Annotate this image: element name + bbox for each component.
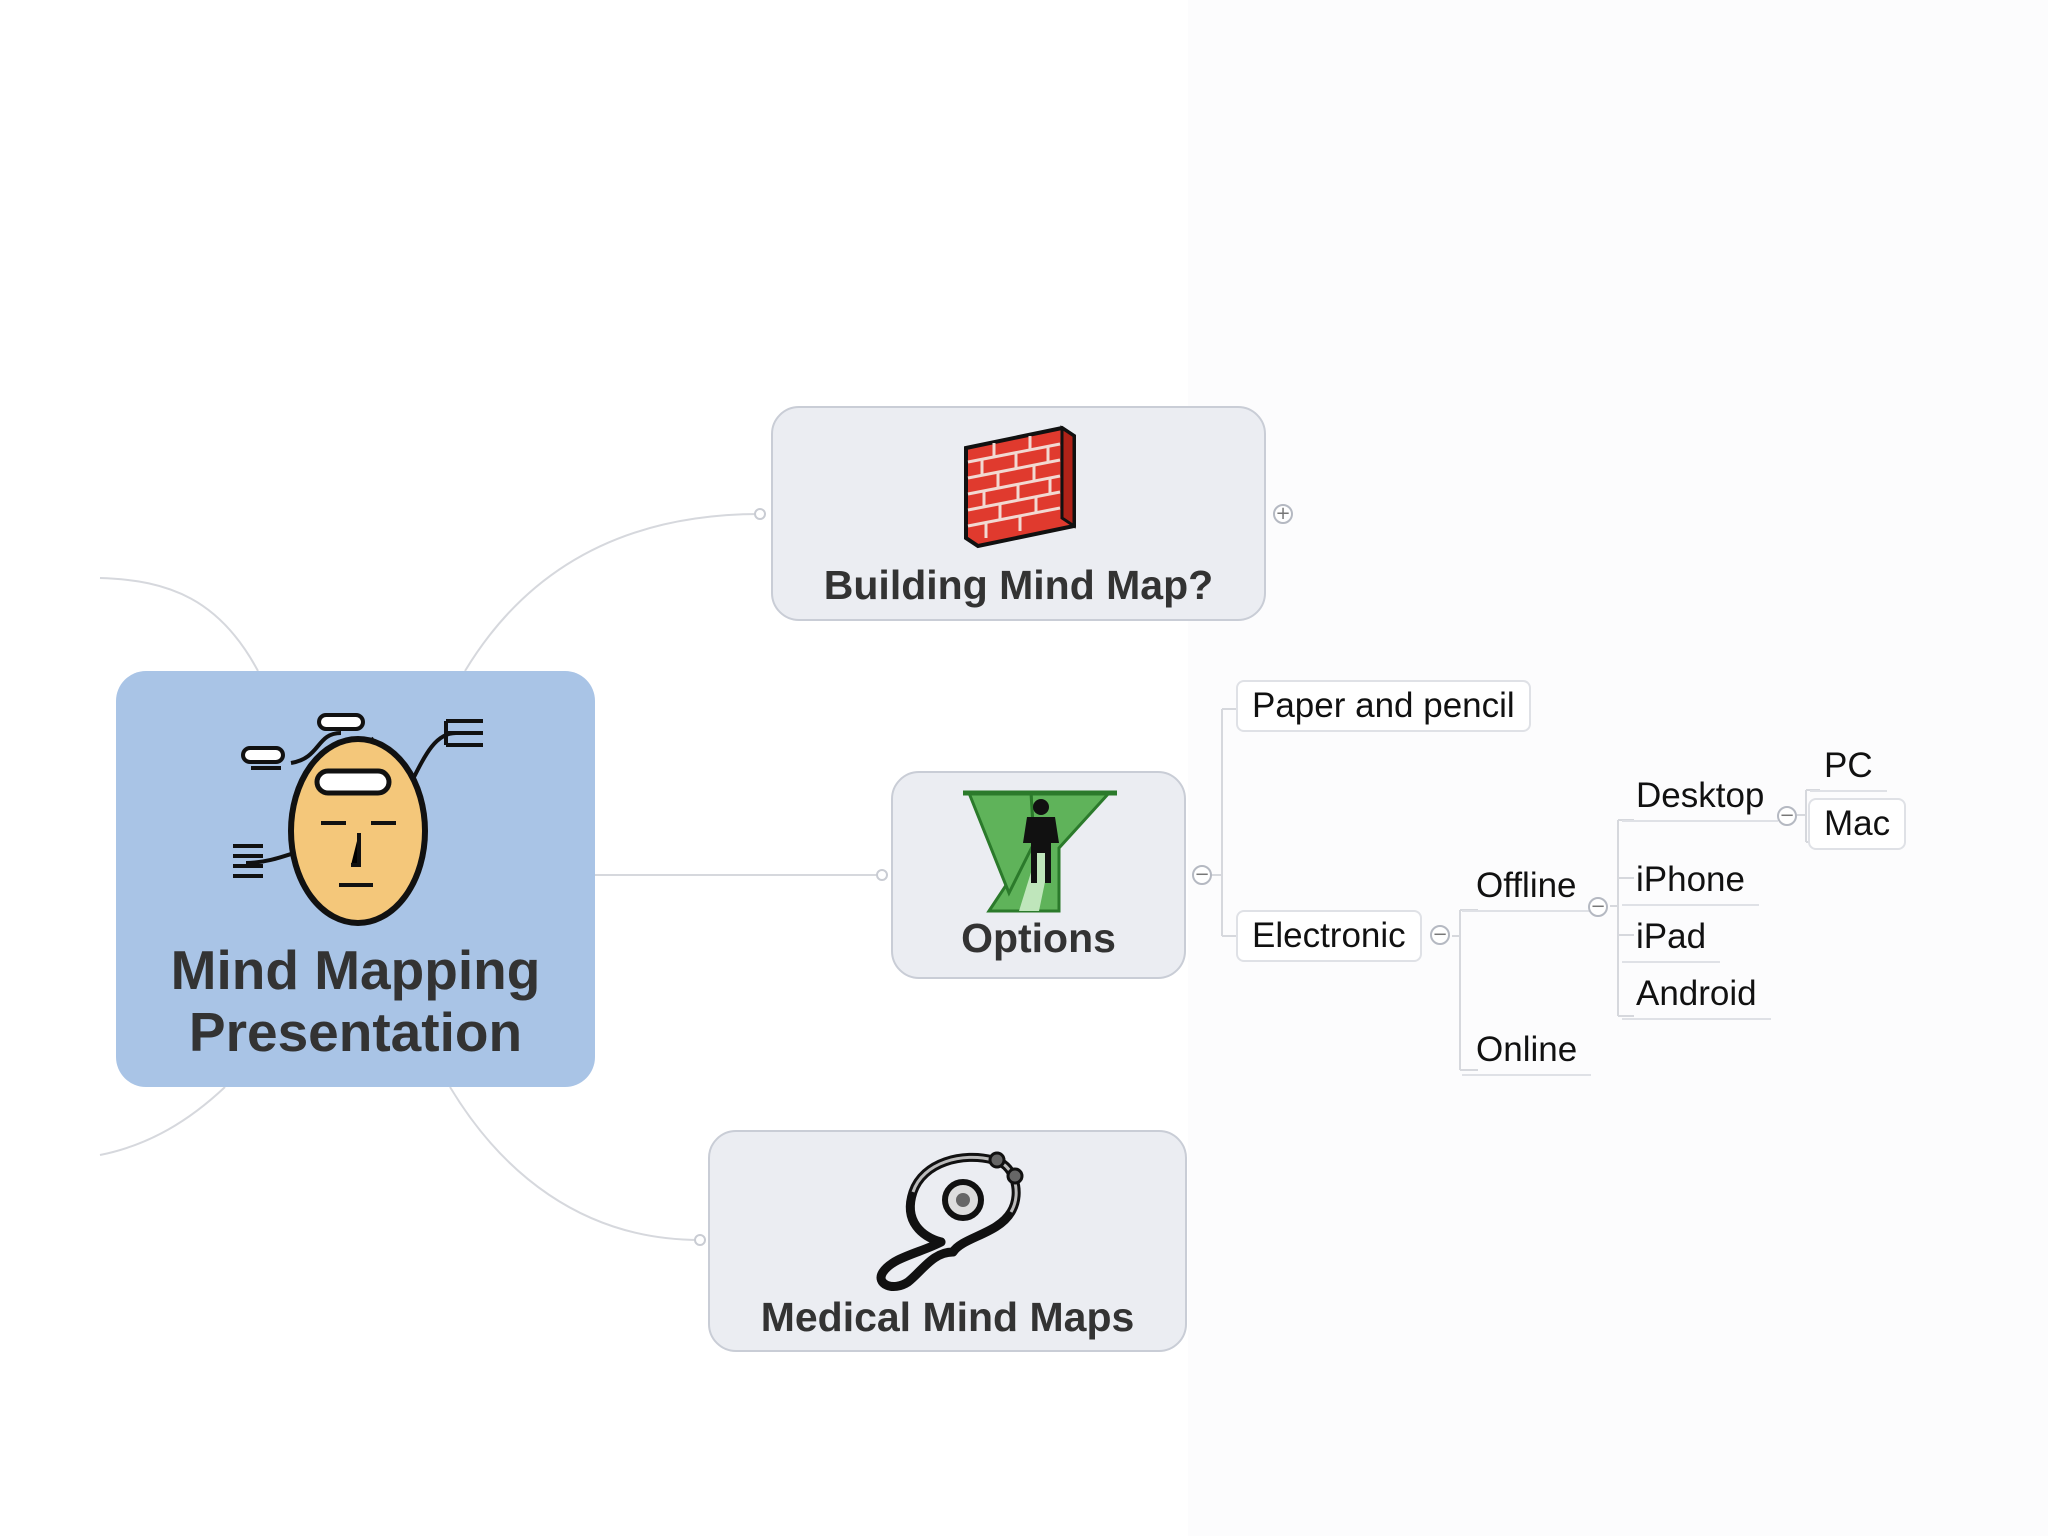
subtopic-online[interactable]: Online (1462, 1026, 1592, 1076)
subtopic-ipad[interactable]: iPad (1622, 913, 1721, 963)
subtopic-paper-and-pencil[interactable]: Paper and pencil (1236, 680, 1531, 732)
brick-wall-icon (963, 425, 1076, 549)
central-topic[interactable]: Mind Mapping Presentation (116, 671, 595, 1087)
collapse-toggle-options[interactable]: − (1192, 865, 1212, 885)
topic-options[interactable]: Options (891, 771, 1186, 979)
subtopic-pc[interactable]: PC (1810, 742, 1887, 792)
subtopic-android[interactable]: Android (1622, 970, 1771, 1020)
connector-options-children (1197, 708, 1236, 937)
collapse-toggle-desktop[interactable]: − (1777, 806, 1797, 826)
connector-offscreen-bottom (99, 1086, 226, 1156)
topic-building-label: Building Mind Map? (823, 562, 1214, 608)
central-topic-line1: Mind Mapping (170, 939, 541, 1001)
stethoscope-icon (876, 1151, 1023, 1291)
connector-offscreen-top (99, 577, 259, 672)
canvas-background-panel (1188, 0, 2048, 1536)
collapse-toggle-electronic[interactable]: − (1430, 925, 1450, 945)
crossroads-person-icon (962, 790, 1117, 913)
subtopic-desktop[interactable]: Desktop (1622, 772, 1779, 822)
topic-options-label: Options (961, 915, 1116, 961)
topic-building-mind-map[interactable]: Building Mind Map? (771, 406, 1266, 621)
connector-desktop-children (1797, 789, 1820, 843)
connector-electronic-children (1452, 909, 1478, 1071)
brain-head-icon (232, 713, 483, 926)
subtopic-electronic[interactable]: Electronic (1236, 910, 1422, 962)
expand-toggle-building[interactable]: + (1273, 504, 1293, 524)
collapse-toggle-offline[interactable]: − (1588, 897, 1608, 917)
central-topic-label: Mind Mapping Presentation (171, 939, 541, 1063)
connector-building (464, 513, 761, 672)
subtopic-offline[interactable]: Offline (1462, 862, 1591, 912)
topic-medical-mind-maps[interactable]: Medical Mind Maps (708, 1130, 1187, 1352)
central-topic-line2: Presentation (188, 1001, 523, 1063)
topic-medical-label: Medical Mind Maps (760, 1294, 1135, 1340)
subtopic-mac[interactable]: Mac (1808, 798, 1907, 850)
subtopic-iphone[interactable]: iPhone (1622, 856, 1759, 906)
connector-medical (449, 1086, 701, 1241)
